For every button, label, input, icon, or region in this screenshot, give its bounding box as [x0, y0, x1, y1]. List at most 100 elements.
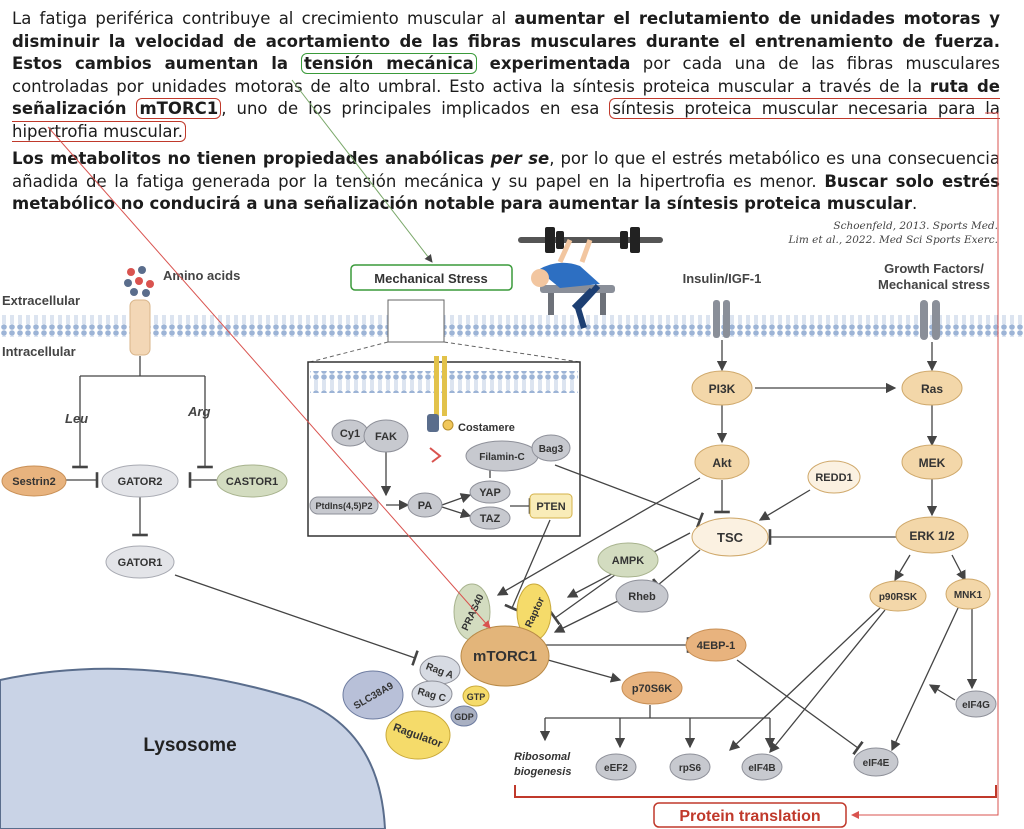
ampk-node: AMPK [597, 542, 659, 578]
svg-text:GTP: GTP [467, 692, 486, 702]
svg-text:PA: PA [418, 500, 433, 512]
membrane-zoom-box [387, 299, 445, 343]
bench-press-icon [518, 227, 663, 329]
tsc-node: TSC [691, 517, 769, 557]
eif4b-node: eIF4B [741, 753, 783, 781]
p1-bold-2: experimentada [476, 54, 631, 73]
eif4e-node: eIF4E [853, 747, 899, 777]
p1-text-3: , uno de los principales implicados en e… [221, 99, 610, 118]
svg-text:eIF4G: eIF4G [962, 700, 990, 711]
yap-node: YAP [469, 480, 511, 504]
cy1-node: Cy1 [331, 419, 369, 447]
connector-mtorc1-to-diagram [47, 126, 491, 629]
bag3-node: Bag3 [531, 434, 571, 462]
insulin-label: Insulin/IGF-1 [683, 271, 762, 286]
svg-text:GDP: GDP [454, 712, 474, 722]
4ebp1-node: 4EBP-1 [685, 628, 747, 662]
references: Schoenfeld, 2013. Sports Med. Lim et al.… [789, 219, 998, 247]
p2-bold-2: Buscar solo estrés metabólico no conduci… [12, 171, 1000, 214]
svg-text:eIF4B: eIF4B [748, 763, 775, 774]
akt-node: Akt [694, 444, 750, 480]
highlight-tension-mecanica: tensión mecánica [300, 53, 477, 74]
svg-text:mTORC1: mTORC1 [473, 648, 537, 665]
castor1-node: CASTOR1 [216, 464, 288, 498]
intro-paragraph: La fatiga periférica contribuye al creci… [12, 8, 1001, 143]
extracellular-label: Extracellular [2, 293, 80, 308]
mek-node: MEK [901, 444, 963, 480]
p1-text-2: por cada una de las fibras musculares co… [12, 54, 1000, 96]
p70s6k-node: p70S6K [621, 671, 683, 705]
svg-text:Filamin-C: Filamin-C [479, 452, 525, 463]
gtp-node: GTP [462, 685, 490, 707]
protein-translation-box [653, 802, 847, 828]
filamin-c-node: Filamin-C [465, 440, 539, 472]
svg-text:AMPK: AMPK [612, 555, 644, 567]
ras-node: Ras [901, 370, 963, 406]
svg-text:eEF2: eEF2 [604, 763, 628, 774]
p2-per-se: per se [490, 149, 550, 168]
amino-acids-icon [124, 266, 154, 297]
svg-text:Akt: Akt [712, 456, 731, 470]
redd1-node: REDD1 [807, 460, 861, 494]
slc38a9-node: SLC38A9 [342, 670, 404, 720]
highlight-sintesis-proteica: síntesis proteica muscular necesaria par… [12, 98, 1001, 142]
reference-2: Lim et al., 2022. Med Sci Sports Exerc. [788, 234, 998, 246]
leu-label: Leu [65, 411, 88, 426]
pten-node: PTEN [529, 493, 573, 519]
p1-bold-3: ruta de señalización [12, 76, 1000, 119]
connector-tension-to-mechanical-stress [291, 79, 433, 263]
svg-text:YAP: YAP [479, 487, 501, 499]
raga-node: Rag A [419, 655, 461, 685]
eif4g-node: eIF4G [955, 690, 997, 718]
raptor-node: Raptor [516, 583, 552, 641]
amino-acid-transporter [129, 299, 151, 356]
svg-text:Bag3: Bag3 [539, 444, 564, 455]
p90rsk-node: p90RSK [869, 580, 927, 612]
mtorc1-node: mTORC1 [460, 625, 550, 687]
svg-text:GATOR1: GATOR1 [118, 557, 163, 569]
reference-1: Schoenfeld, 2013. Sports Med. [833, 220, 998, 232]
svg-text:PtdIns(4,5)P2: PtdIns(4,5)P2 [315, 501, 372, 511]
intracellular-label: Intracellular [2, 344, 76, 359]
metabolites-paragraph: Los metabolitos no tienen propiedades an… [12, 148, 1000, 216]
svg-text:ERK 1/2: ERK 1/2 [909, 529, 955, 543]
mnk1-node: MNK1 [945, 578, 991, 610]
sestrin2-node: Sestrin2 [1, 465, 67, 497]
svg-text:p90RSK: p90RSK [879, 592, 918, 603]
lysosome [0, 667, 387, 829]
rheb-node: Rheb [615, 579, 669, 613]
svg-text:PTEN: PTEN [536, 501, 565, 513]
p1-bold-1: aumentar el reclutamiento de unidades mo… [12, 9, 1001, 73]
svg-text:REDD1: REDD1 [815, 472, 852, 484]
p2-text-2: . [912, 194, 918, 213]
ragulator-node: Ragulator [385, 710, 451, 760]
svg-text:Cy1: Cy1 [340, 428, 360, 440]
cell-membrane [0, 315, 1024, 337]
arg-label: Arg [187, 404, 210, 419]
svg-text:GATOR2: GATOR2 [118, 476, 163, 488]
rps6-node: rpS6 [669, 753, 711, 781]
svg-text:Sestrin2: Sestrin2 [12, 476, 55, 488]
protein-translation-label: Protein translation [679, 808, 820, 825]
connector-synthesis-to-translation [851, 112, 999, 819]
svg-text:TAZ: TAZ [480, 513, 501, 525]
eef2-node: eEF2 [595, 753, 637, 781]
svg-text:PI3K: PI3K [709, 382, 736, 396]
pa-node: PA [407, 492, 443, 518]
fak-node: FAK [363, 419, 409, 453]
growth-factors-label: Growth Factors/Mechanical stress [878, 261, 990, 292]
taz-node: TAZ [469, 506, 511, 530]
gdp-node: GDP [450, 705, 478, 727]
svg-text:MNK1: MNK1 [954, 590, 983, 601]
mechanical-stress-label: Mechanical Stress [374, 271, 487, 286]
svg-text:TSC: TSC [717, 530, 744, 545]
erk-node: ERK 1/2 [895, 516, 969, 554]
gator2-node: GATOR2 [101, 464, 179, 498]
pi3k-node: PI3K [691, 370, 753, 406]
svg-text:Rheb: Rheb [628, 591, 656, 603]
protein-translation-bracket [514, 785, 997, 798]
p2-bold-1: Los metabolitos no tienen propiedades an… [12, 149, 491, 168]
svg-text:rpS6: rpS6 [679, 763, 702, 774]
